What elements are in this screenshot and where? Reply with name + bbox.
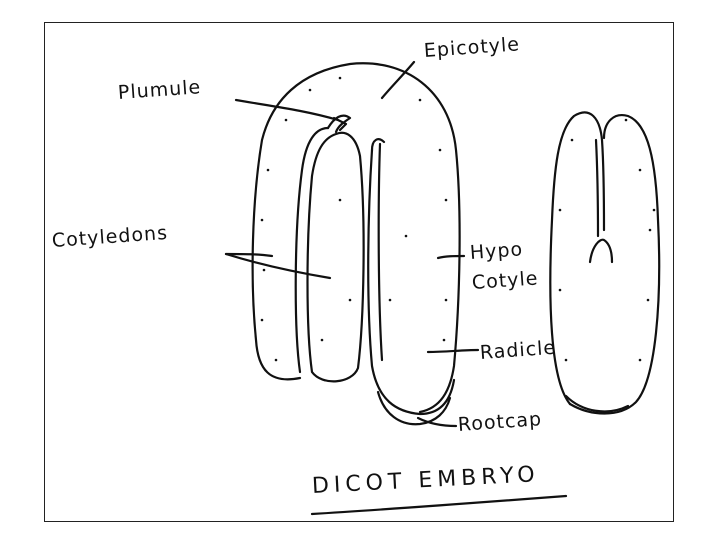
- title-underline: [310, 494, 568, 516]
- right-embryo-outer: [568, 114, 661, 415]
- plumule-hook: [326, 114, 352, 134]
- label-hypo: Hypo: [469, 238, 524, 264]
- radicle-column: [367, 148, 456, 416]
- radicle-leader: [426, 348, 480, 354]
- stipple-dots: [260, 76, 656, 362]
- label-cotyle: Cotyle: [471, 267, 540, 294]
- epicotyl-tip: [370, 138, 386, 152]
- diagram-frame: [44, 22, 674, 522]
- hypocotyle-leader: [436, 254, 466, 260]
- outer-cotyledon-outline: [251, 62, 461, 414]
- epicotyle-leader: [380, 60, 416, 100]
- plumule-leader: [234, 98, 340, 122]
- cotyledons-leader-upper: [224, 252, 274, 258]
- inner-cotyledon-right-edge: [306, 131, 365, 383]
- right-embryo-groove: [594, 138, 600, 238]
- radicle-groove: [377, 142, 384, 362]
- rootcap-outline: [376, 390, 452, 426]
- right-embryo-outline: [549, 111, 606, 406]
- cotyledons-leader-lower: [224, 252, 332, 280]
- right-embryo-base: [564, 394, 630, 413]
- inner-cotyledon-outline: [294, 126, 330, 374]
- rootcap-leader: [416, 416, 458, 428]
- right-embryo-notch: [588, 238, 614, 264]
